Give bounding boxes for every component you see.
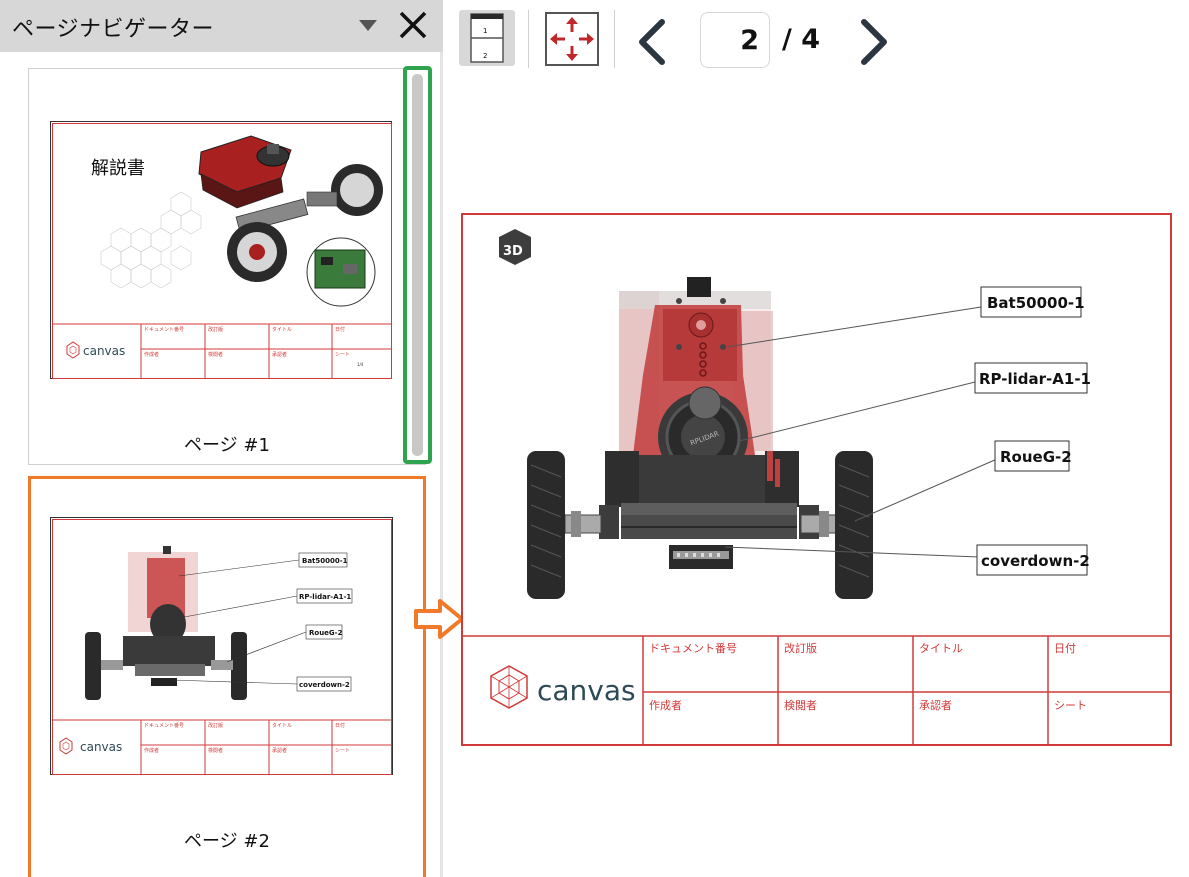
page-navigator-panel: ページナビゲーター bbox=[0, 0, 443, 877]
navigator-title: ページナビゲーター bbox=[12, 17, 215, 42]
label-coverdown: coverdown-2 bbox=[981, 552, 1090, 570]
thumbnail-label-page-2: ページ #2 bbox=[184, 831, 270, 852]
page-total: / 4 bbox=[782, 24, 821, 55]
3d-view-icon[interactable]: 3D bbox=[499, 229, 531, 265]
next-page-button[interactable] bbox=[856, 18, 892, 66]
page-2-drawing-svg: Bat50000-1 RP-lidar-A1-1 RoueG-2 coverdo… bbox=[52, 519, 392, 775]
p2-label-roue: RoueG-2 bbox=[309, 629, 343, 637]
p1-tb-approver: 承認者 bbox=[272, 351, 287, 358]
toolbar-separator bbox=[614, 10, 615, 68]
current-page-arrow-icon bbox=[414, 599, 464, 639]
thumbnail-list: 解説書 ドキュメント番号 改訂版 タイトル 日付 作 bbox=[0, 52, 443, 877]
pages-icon-num-1: 1 bbox=[483, 27, 487, 35]
expand-arrows-icon bbox=[550, 17, 594, 61]
p2-tb-author: 作成者 bbox=[144, 747, 159, 754]
pages-icon: 1 2 bbox=[470, 13, 504, 63]
p1-tb-checker: 検閲者 bbox=[208, 351, 223, 358]
tb-approver: 承認者 bbox=[919, 698, 952, 712]
p2-brand-text: canvas bbox=[80, 740, 122, 754]
p1-tb-title: タイトル bbox=[272, 326, 292, 333]
navigator-scrollbar[interactable] bbox=[403, 66, 432, 464]
tb-date: 日付 bbox=[1054, 642, 1076, 655]
p1-tb-revision: 改訂版 bbox=[208, 326, 223, 333]
p2-tb-checker: 検閲者 bbox=[208, 747, 223, 754]
tb-sheet: シート bbox=[1054, 699, 1087, 712]
p2-tb-date: 日付 bbox=[335, 722, 345, 729]
thumbnail-page-1-preview: 解説書 ドキュメント番号 改訂版 タイトル 日付 作 bbox=[50, 121, 392, 379]
canvas-logo-icon bbox=[59, 737, 73, 755]
page-number-input[interactable] bbox=[700, 12, 770, 68]
canvas-logo-icon bbox=[490, 665, 528, 709]
canvas-logo-icon bbox=[66, 341, 80, 359]
p2-label-bat: Bat50000-1 bbox=[302, 557, 348, 565]
thumbnail-page-2[interactable]: Bat50000-1 RP-lidar-A1-1 RoueG-2 coverdo… bbox=[28, 476, 426, 877]
thumbnail-page-1[interactable]: 解説書 ドキュメント番号 改訂版 タイトル 日付 作 bbox=[28, 68, 426, 465]
label-bat50000: Bat50000-1 bbox=[987, 294, 1085, 312]
page-1-doc-title: 解説書 bbox=[91, 158, 145, 179]
toolbar-separator bbox=[528, 10, 529, 68]
thumbnail-label-page-1: ページ #1 bbox=[184, 435, 270, 456]
p1-tb-doc-number: ドキュメント番号 bbox=[144, 326, 184, 333]
p2-tb-title: タイトル bbox=[272, 722, 292, 729]
p2-label-lidar: RP-lidar-A1-1 bbox=[299, 593, 351, 601]
p1-brand-text: canvas bbox=[83, 344, 125, 358]
tb-revision: 改訂版 bbox=[784, 641, 817, 655]
p1-page-marker: 1/4 bbox=[357, 362, 364, 367]
p2-tb-approver: 承認者 bbox=[272, 747, 287, 754]
brand-text: canvas bbox=[537, 674, 636, 707]
fit-page-button[interactable] bbox=[545, 12, 599, 66]
chevron-down-icon[interactable] bbox=[357, 17, 379, 33]
close-icon[interactable] bbox=[397, 9, 429, 41]
p2-tb-sheet: シート bbox=[335, 748, 350, 754]
tb-checker: 検閲者 bbox=[784, 698, 817, 712]
navigator-header: ページナビゲーター bbox=[0, 0, 443, 52]
label-roueg: RoueG-2 bbox=[1000, 448, 1072, 466]
p1-tb-author: 作成者 bbox=[144, 351, 159, 358]
tb-doc-number: ドキュメント番号 bbox=[649, 642, 737, 655]
previous-page-button[interactable] bbox=[634, 18, 670, 66]
p2-label-cover: coverdown-2 bbox=[299, 681, 350, 689]
drawing-page: 3D RPLIDAR bbox=[461, 213, 1172, 746]
main-drawing-svg: 3D RPLIDAR bbox=[463, 229, 1170, 744]
thumbnail-page-2-preview: Bat50000-1 RP-lidar-A1-1 RoueG-2 coverdo… bbox=[50, 517, 393, 775]
p1-tb-sheet: シート bbox=[335, 352, 350, 358]
page-navigator-toggle-button[interactable]: 1 2 bbox=[459, 10, 515, 66]
label-rp-lidar: RP-lidar-A1-1 bbox=[979, 370, 1091, 388]
3d-badge-text: 3D bbox=[503, 244, 523, 259]
page-1-drawing-svg: 解説書 ドキュメント番号 改訂版 タイトル 日付 作 bbox=[52, 123, 392, 379]
tb-title: タイトル bbox=[919, 642, 963, 655]
p2-tb-doc-number: ドキュメント番号 bbox=[144, 722, 184, 729]
pages-icon-num-2: 2 bbox=[483, 52, 487, 60]
p1-tb-date: 日付 bbox=[335, 326, 345, 333]
scrollbar-thumb[interactable] bbox=[412, 74, 423, 456]
p2-tb-revision: 改訂版 bbox=[208, 722, 223, 729]
tb-author: 作成者 bbox=[649, 699, 682, 712]
